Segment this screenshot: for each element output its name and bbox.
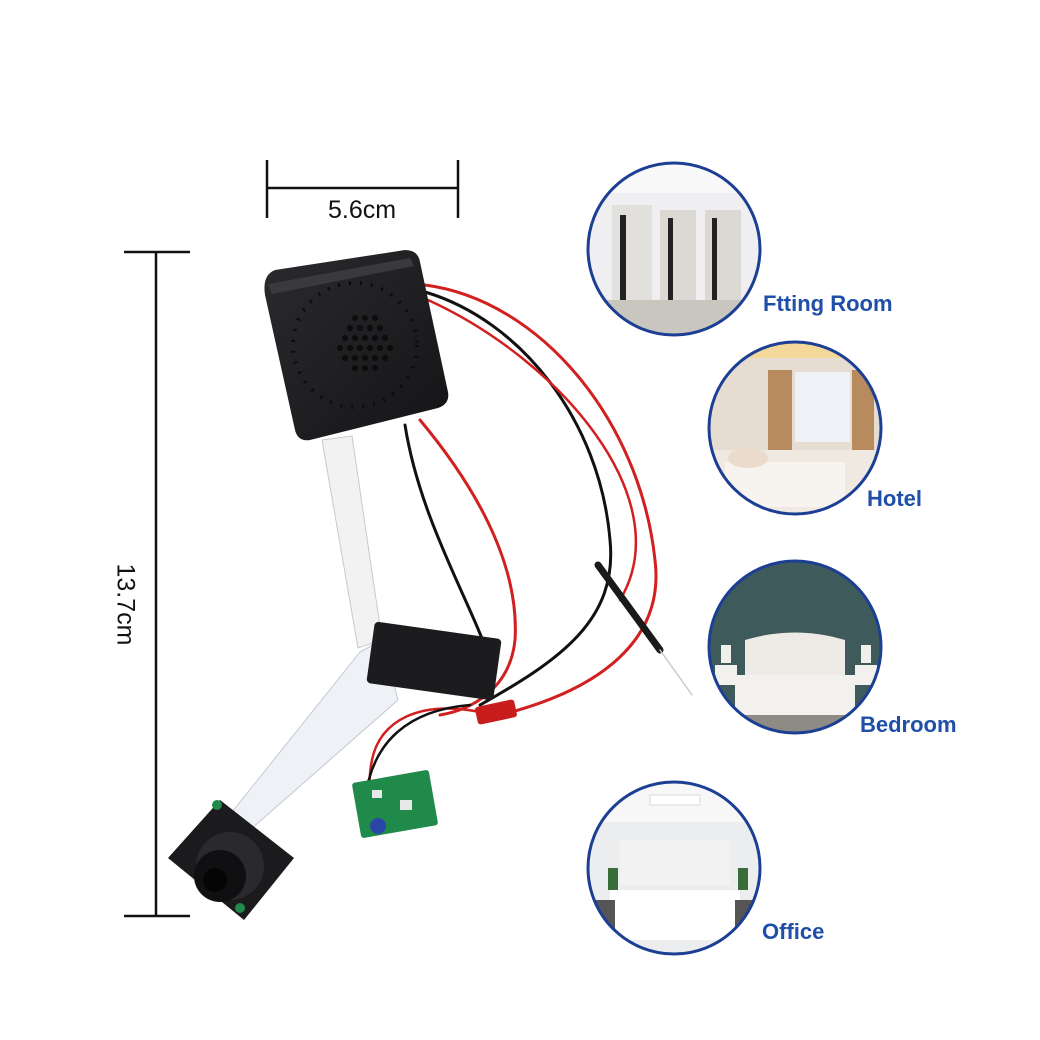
scene-label-fitting-room: Ftting Room	[763, 291, 893, 316]
width-dimension-line	[265, 160, 460, 218]
height-dimension-label: 13.7cm	[111, 563, 140, 646]
scene-label-office: Office	[762, 919, 825, 944]
camera-module	[168, 800, 294, 920]
scene-label-bedroom: Bedroom	[860, 712, 957, 737]
height-dimension-line	[124, 250, 190, 918]
width-dimension-label: 5.6cm	[328, 196, 397, 224]
scene-office-image	[586, 780, 762, 956]
speaker-grille	[337, 315, 393, 371]
scene-label-hotel: Hotel	[867, 486, 922, 511]
green-pcb	[352, 770, 438, 838]
main-module-box	[264, 250, 449, 441]
scene-bedroom-image	[707, 559, 883, 735]
ribbon-cable	[231, 435, 399, 831]
red-connector	[475, 699, 517, 725]
battery-module	[366, 621, 502, 701]
scene-hotel-image	[707, 340, 883, 516]
scene-fitting-room-image	[586, 161, 762, 337]
